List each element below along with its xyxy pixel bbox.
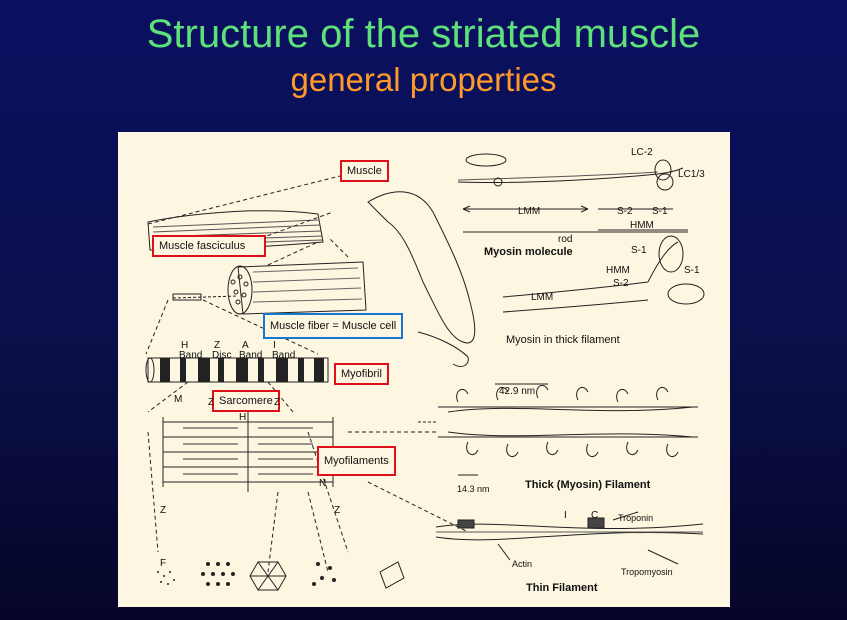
f-label: F	[160, 558, 167, 569]
s2b-label: S-2	[613, 278, 629, 289]
band-i-letter: I	[273, 340, 276, 351]
rod-label: rod	[558, 234, 573, 245]
z-bottom-left-label: Z	[160, 505, 167, 516]
band-i-word: Band	[272, 350, 296, 361]
s2-label: S-2	[617, 206, 633, 217]
z-left-label: Z	[208, 397, 215, 408]
muscle-fiber-label: Muscle fiber = Muscle cell	[263, 313, 404, 339]
z-bottom-right-label: Z	[334, 505, 341, 516]
troponin-label: Troponin	[618, 513, 654, 523]
muscle-fasciculus-label: Muscle fasciculus	[152, 235, 266, 257]
thin-c-label: C	[591, 510, 599, 521]
band-a-letter: A	[242, 340, 249, 351]
muscle-label: Muscle	[340, 160, 389, 182]
thick-scale-label: 14.3 nm	[457, 484, 490, 494]
n-line-label: N	[319, 478, 327, 489]
tropomyosin-label: Tropomyosin	[621, 567, 673, 577]
thick-filament-caption: Thick (Myosin) Filament	[525, 479, 651, 491]
s1-label: S-1	[652, 206, 668, 217]
myofibril-drawing	[147, 357, 329, 383]
myosin-molecule-drawing	[457, 167, 684, 184]
thick-spacing-label: 42.9 nm	[499, 386, 536, 397]
thin-filament-caption: Thin Filament	[526, 582, 598, 594]
thin-i-label: I	[564, 510, 567, 521]
m-line-label: M	[174, 394, 183, 405]
myofilaments-label: Myofilaments	[317, 446, 396, 476]
hmm2-label: HMM	[606, 265, 630, 276]
s1b-label: S-1	[631, 245, 647, 256]
cross-sections	[157, 562, 336, 586]
lc13-label: LC1/3	[678, 169, 705, 180]
lmm-label: LMM	[518, 206, 541, 217]
s1c-label: S-1	[684, 265, 700, 276]
z-right-label: Z	[274, 397, 281, 408]
band-h-letter: H	[181, 340, 189, 351]
myosin-molecule-caption: Myosin molecule	[484, 246, 573, 258]
lmm2-label: LMM	[531, 292, 554, 303]
sarcomere-drawing	[162, 412, 334, 492]
sarcomere-label: Sarcomere	[212, 390, 280, 412]
slide-subtitle: general properties	[290, 61, 557, 98]
myosin-thick-caption: Myosin in thick filament	[506, 334, 620, 346]
band-h-word: Band	[179, 350, 203, 361]
band-z-letter: Z	[214, 340, 221, 351]
band-disc-word: Disc	[212, 350, 232, 361]
slide-title: Structure of the striated muscle	[146, 12, 701, 56]
h-zone-label: H	[239, 412, 247, 423]
muscle-fiber-drawing	[237, 261, 367, 315]
actin-label: Actin	[512, 559, 533, 569]
lc2-label: LC-2	[631, 147, 653, 158]
hmm-label: HMM	[630, 220, 654, 231]
thin-filament-drawing	[435, 511, 704, 565]
myosin-thick-drawing	[502, 281, 649, 298]
band-a-word: Band	[239, 350, 263, 361]
myofibril-label: Myofibril	[334, 363, 389, 385]
thick-filament-drawing	[418, 383, 698, 476]
muscle-structure-figure: Muscle Muscle fasciculus Muscle fiber = …	[118, 132, 730, 607]
muscle-drawing	[367, 191, 476, 344]
figure-drawing	[145, 153, 705, 591]
